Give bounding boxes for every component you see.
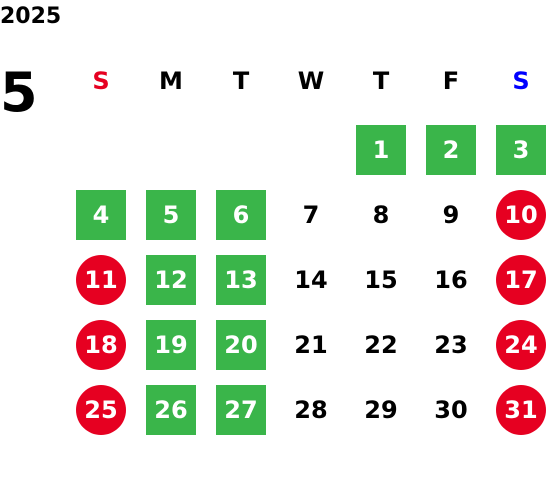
calendar-day: 6: [206, 190, 276, 240]
calendar-day: 7: [276, 190, 346, 240]
calendar-day: 11: [66, 255, 136, 305]
calendar-week-row: 25 26 27 28 29 30 31: [66, 385, 548, 450]
calendar-day-number: 20: [216, 320, 266, 370]
calendar-day: 27: [206, 385, 276, 435]
calendar-day-number: 29: [364, 396, 398, 424]
calendar-day-number: 27: [216, 385, 266, 435]
calendar-day-number: 22: [364, 331, 398, 359]
calendar-day-number: 24: [496, 320, 546, 370]
calendar-day: 25: [66, 385, 136, 435]
calendar-empty-cell: [276, 125, 346, 175]
calendar-day: 5: [136, 190, 206, 240]
calendar-empty-cell: [66, 125, 136, 175]
calendar-day: 23: [416, 320, 486, 370]
calendar-day-number: 7: [302, 201, 320, 229]
calendar-day-number: 17: [496, 255, 546, 305]
calendar-day-number: 14: [294, 266, 328, 294]
calendar-day: 2: [416, 125, 486, 175]
calendar-day: 14: [276, 255, 346, 305]
calendar-day-number: 13: [216, 255, 266, 305]
weekday-sunday: S: [92, 67, 110, 95]
weekday-wednesday: W: [297, 67, 325, 95]
calendar-day-number: 3: [496, 125, 546, 175]
calendar-day-number: 31: [496, 385, 546, 435]
calendar-week-row: 11 12 13 14 15 16 17: [66, 255, 548, 320]
calendar-day-number: 23: [434, 331, 468, 359]
calendar-day: 20: [206, 320, 276, 370]
calendar-day: 22: [346, 320, 416, 370]
calendar-day: 21: [276, 320, 346, 370]
calendar-day-number: 28: [294, 396, 328, 424]
weekday-tuesday: T: [232, 67, 250, 95]
calendar-day-number: 6: [216, 190, 266, 240]
calendar-day: 26: [136, 385, 206, 435]
calendar-day-number: 5: [146, 190, 196, 240]
calendar-day-number: 18: [76, 320, 126, 370]
calendar-day-number: 8: [372, 201, 390, 229]
calendar-day: 24: [486, 320, 548, 370]
calendar-year: 2025: [0, 4, 62, 29]
calendar-day: 4: [66, 190, 136, 240]
calendar-day-number: 9: [442, 201, 460, 229]
calendar-day: 17: [486, 255, 548, 305]
calendar-day-number: 10: [496, 190, 546, 240]
calendar-day: 8: [346, 190, 416, 240]
calendar-day: 1: [346, 125, 416, 175]
calendar-week-row: 18 19 20 21 22 23 24: [66, 320, 548, 385]
calendar-day: 30: [416, 385, 486, 435]
calendar-day: 13: [206, 255, 276, 305]
calendar-day-number: 16: [434, 266, 468, 294]
calendar-day-number: 1: [356, 125, 406, 175]
calendar-empty-cell: [136, 125, 206, 175]
weekday-header-row: S M T W T F S: [66, 62, 548, 100]
calendar-day: 28: [276, 385, 346, 435]
calendar-day: 12: [136, 255, 206, 305]
calendar-day-number: 30: [434, 396, 468, 424]
calendar-day-number: 2: [426, 125, 476, 175]
calendar-day-number: 19: [146, 320, 196, 370]
calendar-day: 29: [346, 385, 416, 435]
calendar-day: 15: [346, 255, 416, 305]
calendar-day-number: 15: [364, 266, 398, 294]
calendar-empty-cell: [206, 125, 276, 175]
calendar-day-number: 4: [76, 190, 126, 240]
calendar-day-number: 12: [146, 255, 196, 305]
calendar-day: 10: [486, 190, 548, 240]
calendar-day-number: 11: [76, 255, 126, 305]
calendar-month: 5: [0, 61, 38, 124]
weekday-monday: M: [159, 67, 183, 95]
weekday-thursday: T: [372, 67, 390, 95]
calendar-day-number: 25: [76, 385, 126, 435]
calendar-day: 19: [136, 320, 206, 370]
calendar-day: 9: [416, 190, 486, 240]
calendar-day: 31: [486, 385, 548, 435]
calendar-day: 3: [486, 125, 548, 175]
calendar-day-number: 26: [146, 385, 196, 435]
calendar-day-number: 21: [294, 331, 328, 359]
weekday-friday: F: [442, 67, 460, 95]
calendar-day: 16: [416, 255, 486, 305]
weekday-saturday: S: [512, 67, 530, 95]
calendar-day: 18: [66, 320, 136, 370]
